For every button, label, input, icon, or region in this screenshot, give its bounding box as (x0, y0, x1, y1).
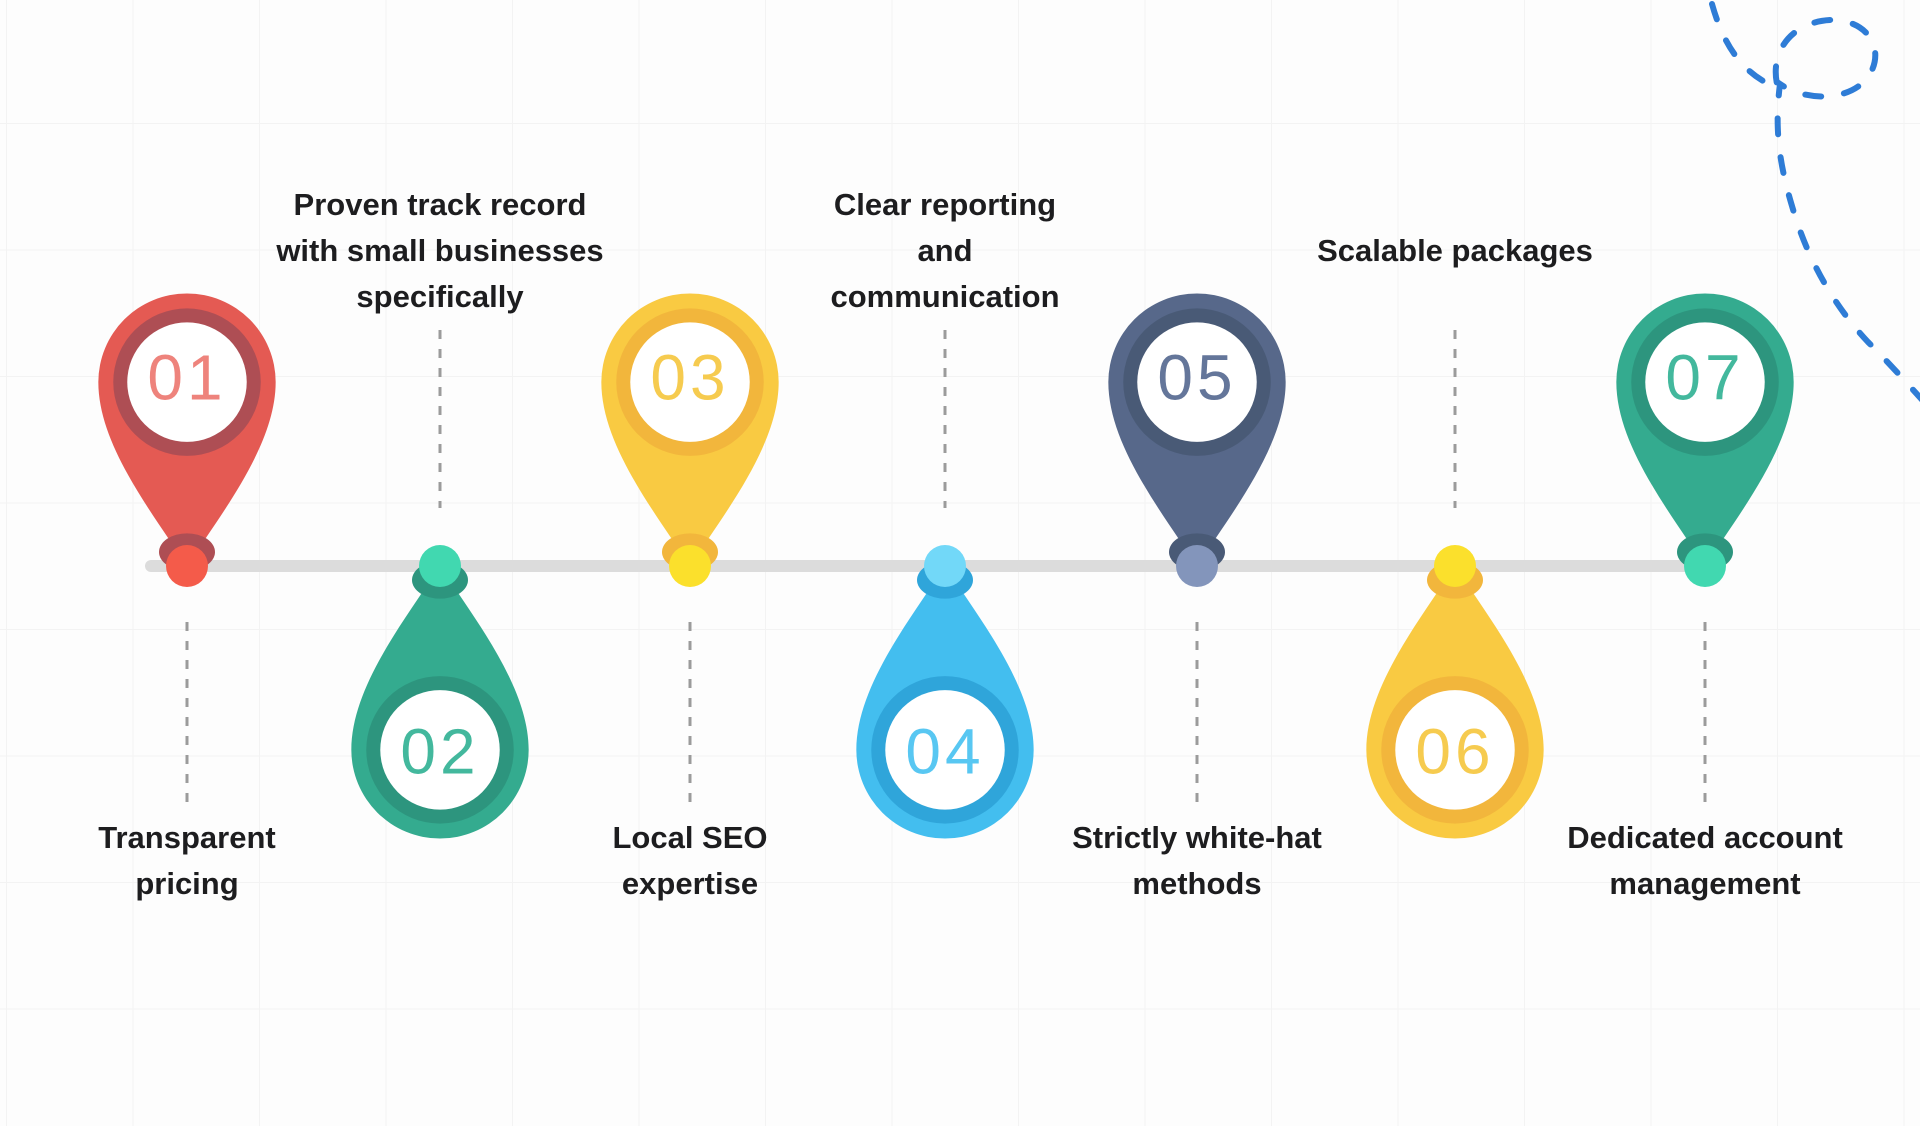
connector-line (185, 622, 189, 802)
pin-number: 01 (147, 341, 227, 414)
connector-line (688, 622, 692, 802)
timeline-dot (924, 545, 966, 587)
map-pin-icon (1616, 293, 1794, 566)
pin-label: Dedicated account management (1567, 820, 1843, 901)
map-pin-icon (98, 293, 276, 566)
pin-group-03: 03 Local SEO expertise (430, 0, 950, 1126)
pin-label: Transparent pricing (98, 820, 276, 901)
connector-line (1453, 330, 1457, 508)
connector-line (1195, 622, 1199, 802)
map-pin-icon (351, 566, 529, 839)
pin-group-06: 06 Scalable packages (1195, 0, 1715, 1126)
timeline-dot (166, 545, 208, 587)
timeline-dot (1176, 545, 1218, 587)
connector-line (943, 330, 947, 508)
pin-group-02: 02 Proven track record with small busine… (180, 0, 700, 1126)
pin-group-01: 01 Transparent pricing (0, 0, 447, 1126)
pin-label: Proven track record with small businesse… (276, 187, 604, 314)
pin-group-04: 04 Clear reporting and communication (685, 0, 1205, 1126)
timeline-dot (419, 545, 461, 587)
pin-number: 07 (1665, 341, 1745, 414)
pin-group-07: 07 Dedicated account management (1445, 0, 1920, 1126)
connector-line (438, 330, 442, 508)
timeline-dot (1684, 545, 1726, 587)
pin-number: 03 (650, 341, 730, 414)
pin-group-05: 05 Strictly white-hat methods (937, 0, 1457, 1126)
pin-label: Scalable packages (1317, 233, 1593, 268)
pin-number: 04 (905, 715, 985, 788)
pin-label: Strictly white-hat methods (1072, 820, 1322, 901)
map-pin-icon (601, 293, 779, 566)
connector-line (1703, 622, 1707, 802)
map-pin-icon (1108, 293, 1286, 566)
pin-label: Clear reporting and communication (830, 187, 1060, 314)
map-pin-icon (856, 566, 1034, 839)
map-pin-icon (1366, 566, 1544, 839)
timeline-dot (669, 545, 711, 587)
pin-number: 02 (400, 715, 480, 788)
pin-number: 05 (1157, 341, 1237, 414)
pin-number: 06 (1415, 715, 1495, 788)
pin-label: Local SEO expertise (612, 820, 768, 901)
timeline-dot (1434, 545, 1476, 587)
